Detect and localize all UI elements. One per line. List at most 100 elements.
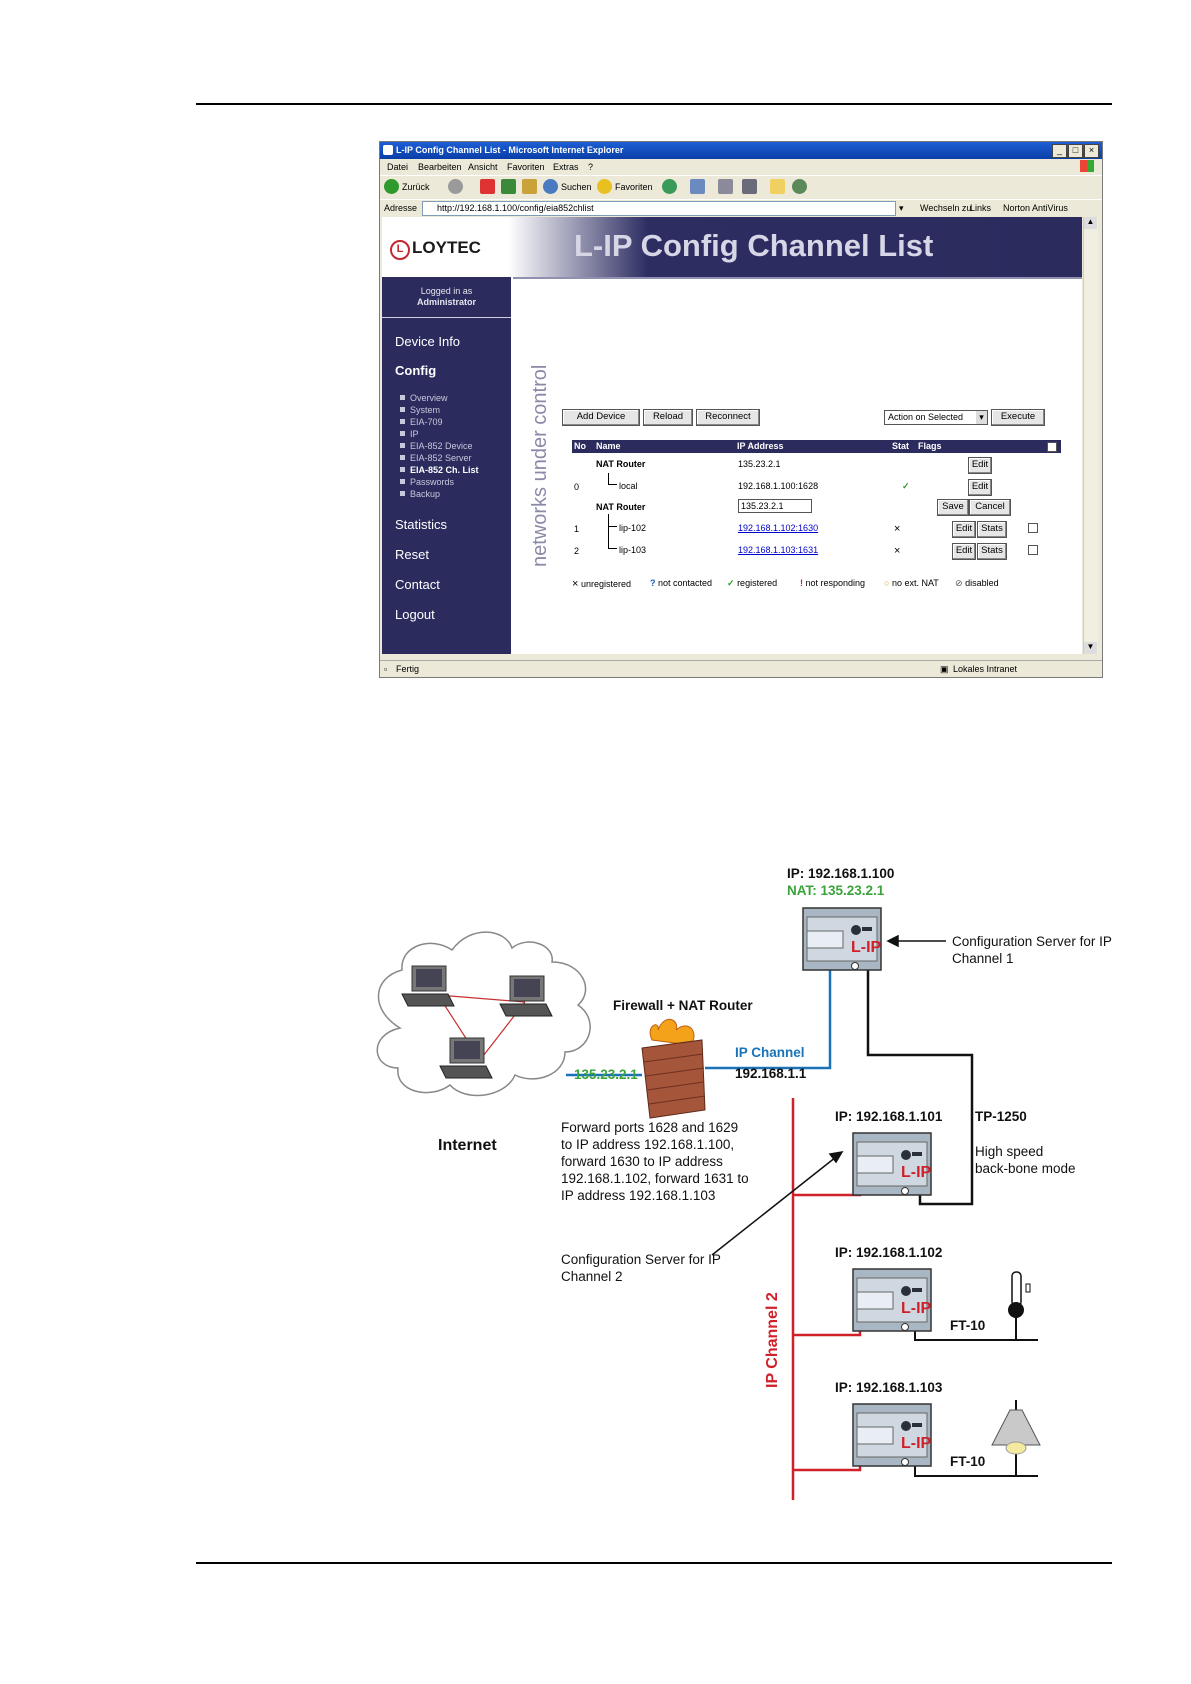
lip-device-icon: L-IP bbox=[852, 1268, 932, 1332]
action-select[interactable]: Action on Selected ▾ bbox=[884, 410, 988, 425]
config-server-1: Configuration Server for IP Channel 1 bbox=[952, 933, 1112, 967]
nav-config[interactable]: Config bbox=[395, 363, 437, 378]
scroll-up-icon[interactable]: ▲ bbox=[1084, 217, 1097, 229]
execute-button[interactable]: Execute bbox=[991, 409, 1045, 426]
edit-button[interactable]: Edit bbox=[952, 521, 976, 538]
favorites-icon[interactable] bbox=[597, 179, 612, 194]
nav-sub-eia852-chlist[interactable]: EIA-852 Ch. List bbox=[400, 465, 479, 475]
stop-icon[interactable] bbox=[480, 179, 495, 194]
nav-sub-passwords[interactable]: Passwords bbox=[400, 477, 454, 487]
back-icon[interactable] bbox=[384, 179, 399, 194]
legend-label: unregistered bbox=[580, 579, 631, 589]
legend-label: disabled bbox=[965, 578, 999, 588]
nav-sub-overview[interactable]: Overview bbox=[400, 393, 448, 403]
ip-channel-2-bus bbox=[791, 1098, 862, 1500]
maximize-icon[interactable]: □ bbox=[1068, 144, 1083, 158]
laptop-icon bbox=[401, 965, 455, 1007]
nav-sub-eia852-device[interactable]: EIA-852 Device bbox=[400, 441, 473, 451]
firewall-icon bbox=[641, 1018, 706, 1119]
favorites-label[interactable]: Favoriten bbox=[615, 182, 653, 192]
address-label: Adresse bbox=[384, 203, 418, 213]
nav-sub-system[interactable]: System bbox=[400, 405, 440, 415]
nav-sub-ip[interactable]: IP bbox=[400, 429, 419, 439]
close-icon[interactable]: × bbox=[1084, 144, 1099, 158]
row-no: 2 bbox=[574, 546, 580, 556]
address-dropdown-icon[interactable]: ▾ bbox=[899, 203, 904, 213]
menu-datei[interactable]: Datei bbox=[387, 162, 409, 172]
col-name: Name bbox=[596, 441, 621, 451]
antivirus-label[interactable]: Norton AntiVirus bbox=[1003, 203, 1068, 213]
intranet-icon: ▣ bbox=[940, 664, 949, 674]
nav-sub-eia709[interactable]: EIA-709 bbox=[400, 417, 443, 427]
menu-help[interactable]: ? bbox=[588, 162, 594, 172]
minimize-icon[interactable]: _ bbox=[1052, 144, 1067, 158]
row-checkbox[interactable] bbox=[1028, 545, 1038, 555]
refresh-icon[interactable] bbox=[501, 179, 516, 194]
messenger-icon[interactable] bbox=[792, 179, 807, 194]
search-icon[interactable] bbox=[543, 179, 558, 194]
row-no: 0 bbox=[574, 482, 580, 492]
links-label[interactable]: Links bbox=[970, 203, 992, 213]
menu-ansicht[interactable]: Ansicht bbox=[468, 162, 498, 172]
reload-button[interactable]: Reload bbox=[643, 409, 693, 426]
address-input[interactable]: http://192.168.1.100/config/eia852chlist bbox=[422, 201, 896, 216]
exclamation-icon: ! bbox=[800, 578, 803, 588]
select-all-checkbox[interactable] bbox=[1047, 442, 1057, 452]
vertical-scrollbar[interactable]: ▲ ▼ bbox=[1083, 217, 1098, 654]
cancel-button[interactable]: Cancel bbox=[969, 499, 1011, 516]
address-bar: Adresse http://192.168.1.100/config/eia8… bbox=[380, 199, 1102, 217]
question-icon: ? bbox=[650, 578, 656, 588]
row-ip-link[interactable]: 192.168.1.103:1631 bbox=[738, 545, 819, 555]
unregistered-icon: × bbox=[894, 523, 901, 535]
nav-sub-backup[interactable]: Backup bbox=[400, 489, 440, 499]
folder-icon[interactable] bbox=[770, 179, 785, 194]
nav-logout[interactable]: Logout bbox=[395, 607, 435, 622]
stats-button[interactable]: Stats bbox=[977, 521, 1007, 538]
nav-sub-eia852-server[interactable]: EIA-852 Server bbox=[400, 453, 472, 463]
row-ip-link[interactable]: 192.168.1.102:1630 bbox=[738, 523, 819, 533]
table-header: No Name IP Address Stat Flags bbox=[572, 440, 1061, 453]
page-icon: ▫ bbox=[384, 664, 388, 674]
scroll-down-icon[interactable]: ▼ bbox=[1084, 642, 1097, 654]
nav-device-info[interactable]: Device Info bbox=[395, 334, 461, 349]
menu-extras[interactable]: Extras bbox=[553, 162, 579, 172]
home-icon[interactable] bbox=[522, 179, 537, 194]
legend-not-responding: ! not responding bbox=[800, 578, 865, 588]
menu-bearbeiten[interactable]: Bearbeiten bbox=[418, 162, 462, 172]
tree-line bbox=[608, 514, 617, 527]
vertical-tagline: networks under control bbox=[529, 364, 551, 567]
go-button[interactable]: Wechseln zu bbox=[920, 203, 972, 213]
forward-icon[interactable] bbox=[448, 179, 463, 194]
legend-label: not responding bbox=[805, 578, 866, 588]
legend-not-contacted: ? not contacted bbox=[650, 578, 712, 588]
nav-reset[interactable]: Reset bbox=[395, 547, 429, 562]
stats-button[interactable]: Stats bbox=[977, 543, 1007, 560]
save-button[interactable]: Save bbox=[937, 499, 969, 516]
windows-flag-icon bbox=[1080, 160, 1094, 172]
nat-ip-input[interactable]: 135.23.2.1 bbox=[738, 499, 812, 513]
edit-button[interactable]: Edit bbox=[952, 543, 976, 560]
lip-device-icon: L-IP bbox=[802, 907, 882, 971]
nav-contact[interactable]: Contact bbox=[395, 577, 440, 592]
config-server-2-line2: Channel 2 bbox=[561, 1269, 623, 1284]
search-label[interactable]: Suchen bbox=[561, 182, 592, 192]
mail-icon[interactable] bbox=[690, 179, 705, 194]
reconnect-button[interactable]: Reconnect bbox=[696, 409, 760, 426]
edit-icon[interactable] bbox=[742, 179, 757, 194]
back-label[interactable]: Zurück bbox=[402, 182, 430, 192]
edit-button[interactable]: Edit bbox=[968, 457, 992, 474]
forward-line: Forward ports 1628 and 1629 bbox=[561, 1120, 739, 1135]
action-select-value: Action on Selected bbox=[888, 412, 964, 422]
edit-button[interactable]: Edit bbox=[968, 479, 992, 496]
row-checkbox[interactable] bbox=[1028, 523, 1038, 533]
row-no: 1 bbox=[574, 524, 580, 534]
print-icon[interactable] bbox=[718, 179, 733, 194]
history-icon[interactable] bbox=[662, 179, 677, 194]
tp1250-line bbox=[866, 970, 974, 1206]
add-device-button[interactable]: Add Device bbox=[562, 409, 640, 426]
col-no: No bbox=[574, 441, 586, 451]
menu-favoriten[interactable]: Favoriten bbox=[507, 162, 545, 172]
internet-links bbox=[437, 994, 526, 1061]
nav-statistics[interactable]: Statistics bbox=[395, 517, 448, 532]
